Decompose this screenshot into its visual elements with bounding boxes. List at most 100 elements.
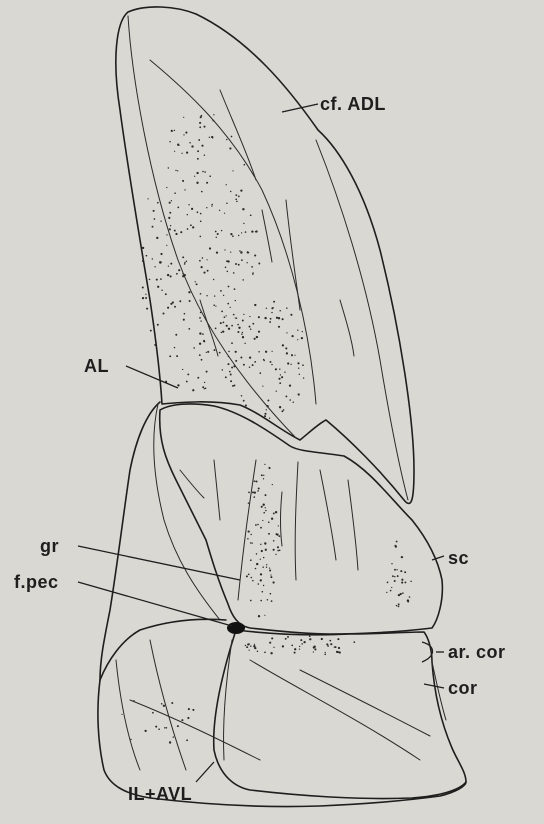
stipple-dot — [314, 648, 316, 650]
stipple-dot — [276, 391, 277, 392]
stipple-dot — [174, 347, 175, 348]
stipple-dot — [160, 253, 162, 255]
stipple-dot — [230, 374, 232, 376]
stipple-dot — [292, 401, 293, 402]
stipple-dot — [255, 568, 257, 570]
stipple-dot — [299, 374, 300, 375]
stipple-dot — [285, 638, 287, 640]
stipple-dot — [241, 395, 243, 397]
stipple-dot — [198, 139, 200, 141]
stipple-dot — [170, 263, 172, 265]
stipple-dot — [270, 593, 272, 595]
stipple-dot — [294, 652, 296, 654]
stipple-dot — [211, 136, 213, 138]
stipple-dot — [266, 564, 267, 565]
stipple-dot — [142, 297, 144, 299]
stipple-dot — [286, 352, 288, 354]
stipple-dot — [199, 332, 201, 334]
stipple-dot — [204, 382, 205, 383]
stipple-dot — [163, 705, 165, 707]
stipple-dot — [271, 518, 273, 520]
stipple-dot — [398, 603, 400, 605]
stipple-dot — [165, 293, 167, 295]
stipple-dot — [156, 279, 158, 281]
stipple-dot — [181, 153, 182, 154]
stipple-dot — [222, 330, 224, 332]
stipple-dot — [266, 405, 268, 407]
stipple-dot — [287, 362, 289, 364]
stipple-dot — [269, 567, 270, 568]
stipple-dot — [271, 351, 272, 352]
stipple-dot — [197, 211, 199, 213]
stipple-dot — [199, 122, 201, 124]
stipple-dot — [263, 585, 264, 586]
stipple-dot — [410, 581, 411, 582]
stipple-dot — [157, 324, 159, 326]
stipple-dot — [230, 191, 231, 192]
stipple-dot — [187, 373, 189, 375]
stipple-dot — [252, 542, 253, 543]
stipple-dot — [184, 262, 186, 264]
stipple-dot — [161, 703, 163, 705]
stipple-dot — [179, 300, 181, 302]
stipple-dot — [263, 478, 264, 479]
stipple-dot — [235, 351, 237, 353]
stipple-dot — [171, 200, 172, 201]
stipple-dot — [258, 316, 260, 318]
stipple-dot — [229, 371, 231, 373]
stipple-dot — [213, 304, 215, 306]
stipple-dot — [169, 355, 171, 357]
stipple-dot — [277, 546, 279, 548]
stipple-dot — [242, 320, 244, 322]
stipple-dot — [216, 237, 217, 238]
stipple-dot — [236, 317, 237, 318]
stipple-dot — [203, 126, 205, 128]
stipple-dot — [251, 230, 253, 232]
stipple-dot — [228, 351, 230, 353]
stipple-dot — [391, 563, 392, 564]
stipple-dot — [121, 714, 122, 715]
stipple-dot — [186, 381, 188, 383]
stipple-dot — [267, 400, 269, 402]
stipple-dot — [225, 267, 227, 269]
stipple-dot — [391, 587, 392, 588]
stipple-dot — [248, 649, 249, 650]
stipple-dot — [233, 365, 235, 367]
stipple-dot — [263, 512, 265, 514]
stipple-dot — [146, 255, 148, 257]
stipple-dot — [244, 343, 245, 344]
stipple-dot — [240, 189, 242, 191]
stipple-dot — [202, 386, 204, 388]
stipple-dot — [182, 273, 183, 274]
stipple-dot — [217, 233, 219, 235]
stipple-dot — [231, 325, 233, 327]
stipple-dot — [188, 708, 190, 710]
stipple-dot — [264, 360, 265, 361]
stipple-dot — [270, 576, 272, 578]
stipple-dot — [169, 228, 171, 230]
stipple-dot — [309, 638, 311, 640]
stipple-dot — [203, 272, 205, 274]
stipple-dot — [216, 252, 218, 254]
stipple-dot — [196, 283, 198, 285]
stipple-dot — [221, 230, 222, 231]
stipple-dot — [229, 147, 231, 149]
stipple-dot — [157, 202, 159, 204]
stipple-dot — [241, 232, 242, 233]
stipple-dot — [255, 231, 256, 232]
stipple-dot — [282, 344, 284, 346]
stipple-dot — [254, 304, 256, 306]
stipple-dot — [177, 384, 179, 386]
stipple-dot — [243, 400, 245, 402]
label-f-pec: f.pec — [14, 572, 59, 592]
stipple-dot — [228, 286, 230, 288]
stipple-dot — [189, 300, 191, 302]
stipple-dot — [174, 151, 175, 152]
stipple-dot — [157, 286, 159, 288]
stipple-dot — [206, 207, 207, 208]
stipple-dot — [254, 647, 256, 649]
stipple-dot — [252, 491, 254, 493]
stipple-dot — [398, 606, 400, 608]
stipple-dot — [187, 214, 188, 215]
stipple-dot — [188, 204, 189, 205]
